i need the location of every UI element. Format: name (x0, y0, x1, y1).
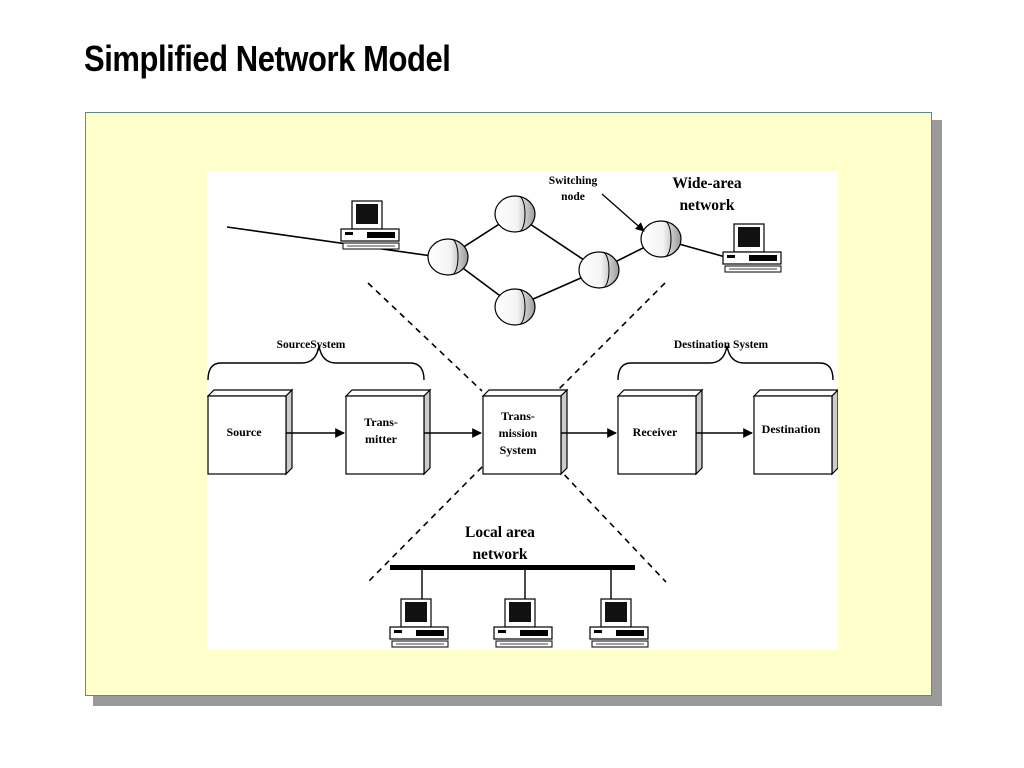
computer-icon (340, 200, 400, 250)
switching-node-icon (578, 251, 620, 289)
switching-node-icon (640, 220, 682, 258)
wan-title-line1: Wide-area (672, 175, 741, 192)
source-system-label: SourceSystem (277, 339, 346, 351)
transmission-label-line1: Trans- (501, 409, 535, 423)
receiver-label: Receiver (633, 425, 678, 439)
transmitter-label-line1: Trans- (364, 415, 398, 429)
transmitter-label-line2: mitter (365, 432, 398, 446)
destination-system-brace (617, 345, 834, 381)
lan-title-line2: network (472, 546, 527, 563)
switching-node-icon (494, 288, 536, 326)
source-system-brace (207, 345, 425, 381)
switching-node-label-line1: Switching (549, 175, 598, 187)
network-diagram: Switching node Wide-area network SourceS… (207, 171, 838, 650)
lan-drops (421, 570, 612, 601)
lan-bus (390, 565, 635, 570)
transmission-label-line2: mission (499, 426, 538, 440)
slide-title: Simplified Network Model (84, 38, 451, 79)
switching-node-icon (494, 195, 536, 233)
expansion-lines (367, 282, 667, 583)
transmission-label-line3: System (500, 443, 537, 457)
switching-node-pointer (601, 193, 645, 232)
wan-title-line2: network (679, 197, 734, 214)
switching-node-label-line2: node (561, 191, 585, 203)
computer-icon (493, 598, 553, 648)
computer-icon (389, 598, 449, 648)
computer-icon (722, 223, 782, 273)
switching-node-icon (427, 238, 469, 276)
lan-title-line1: Local area (465, 524, 535, 541)
destination-system-label: Destination System (674, 339, 769, 351)
destination-label: Destination (762, 422, 821, 436)
source-label: Source (226, 425, 262, 439)
computer-icon (589, 598, 649, 648)
